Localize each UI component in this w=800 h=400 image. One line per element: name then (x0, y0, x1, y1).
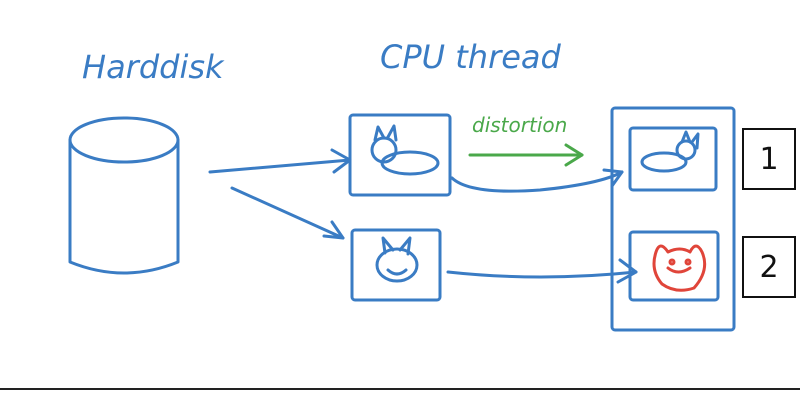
arrow-disk-to-top (208, 148, 352, 174)
batch-image-1 (628, 126, 718, 192)
batch-index-badge-1: 1 (742, 128, 796, 190)
batch-container (610, 106, 736, 332)
source-image-1 (348, 113, 452, 197)
cpu-thread-label: CPU thread (380, 38, 562, 76)
arrow-disk-to-bottom (230, 186, 345, 240)
badge-1-label: 1 (759, 141, 779, 177)
bottom-divider (0, 388, 800, 390)
batch-image-2 (628, 230, 720, 302)
distortion-label: distortion (472, 113, 567, 137)
harddisk-cylinder-icon (68, 116, 180, 275)
harddisk-label: Harddisk (82, 48, 225, 86)
arrow-bottom-to-batch (446, 258, 638, 284)
batch-index-badge-2: 2 (742, 236, 796, 298)
badge-2-label: 2 (759, 249, 779, 285)
arrow-top-to-batch (450, 168, 624, 193)
source-image-2 (350, 228, 442, 302)
distortion-arrow-icon (468, 143, 584, 167)
